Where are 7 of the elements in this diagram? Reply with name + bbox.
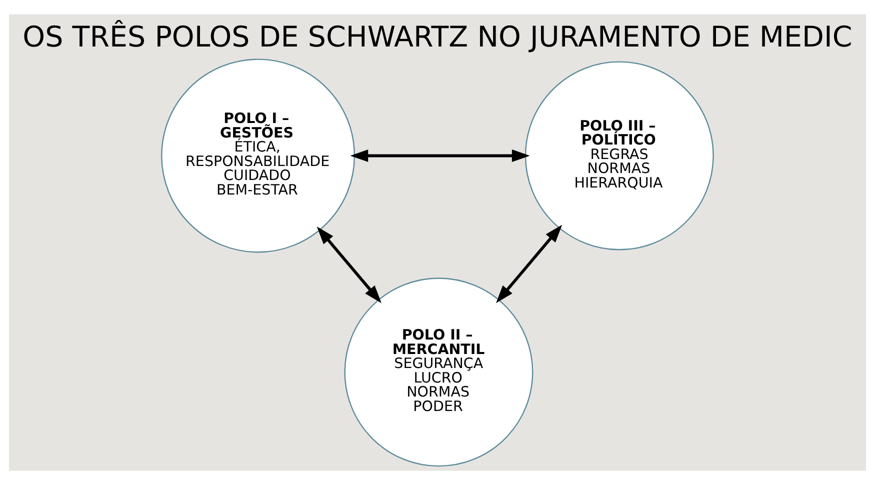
arrow (496, 224, 562, 303)
node-circle: POLO III – POLÍTICO REGRAS NORMAS HIERARQUIA (524, 60, 714, 250)
diagram-title: OS TRÊS POLOS DE SCHWARTZ NO JURAMENTO DE MEDIC (22, 20, 852, 54)
arrow (316, 226, 381, 303)
arrow (350, 148, 530, 162)
node-circle: POLO I – GESTÕES ÉTICA, RESPONSABILIDADE CUIDADO BEM-ESTAR (160, 58, 355, 252)
node-circle: POLO II – MERCANTIL SEGURANÇA LUCRO NORMAS PODER (344, 277, 533, 466)
